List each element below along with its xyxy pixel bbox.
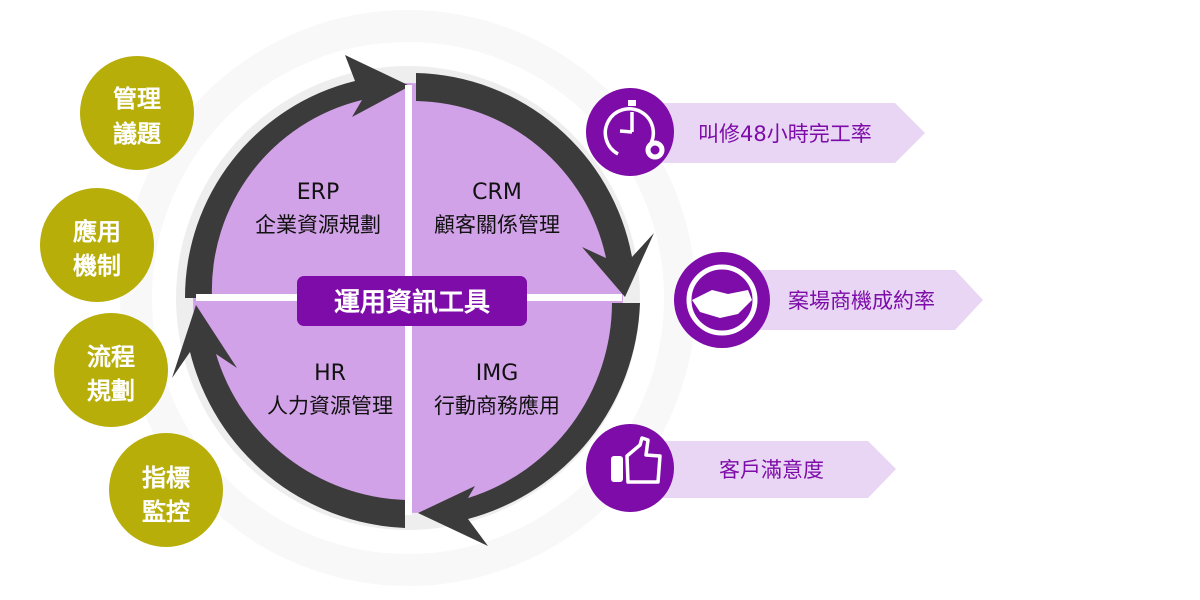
quadrant-hr-name: 人力資源管理 (267, 394, 393, 418)
center-label-badge: 運用資訊工具 (297, 276, 527, 326)
topic-line2: 監控 (142, 498, 190, 526)
topic-line2: 機制 (73, 252, 121, 280)
cycle-arrows (172, 55, 654, 546)
center-label-text: 運用資訊工具 (334, 287, 490, 318)
quadrant-crm-bg (408, 83, 623, 298)
arrow-erp-to-crm (184, 55, 410, 298)
left-topic-4: 指標 監控 (109, 433, 223, 547)
topic-line1: 指標 (142, 464, 190, 492)
kpi-label-bg (740, 270, 983, 330)
quadrant-hr-bg (193, 298, 408, 513)
center-label-bg (297, 276, 527, 326)
quadrant-erp-bg (193, 83, 408, 298)
topic-line1: 管理 (113, 85, 161, 113)
kpi-label: 叫修48小時完工率 (698, 122, 872, 146)
quadrant-img-name: 行動商務應用 (434, 394, 560, 418)
quadrants (193, 83, 623, 513)
topic-circle (40, 188, 154, 302)
topic-line1: 應用 (73, 218, 121, 246)
topic-circle (54, 313, 168, 427)
right-kpi-3: 客戶滿意度 (586, 424, 896, 512)
arrow-img-to-hr (418, 303, 640, 546)
left-topic-2: 應用 機制 (40, 188, 154, 302)
kpi-label: 客戶滿意度 (719, 458, 824, 482)
left-topic-3: 流程 規劃 (54, 313, 168, 427)
thumbs-up-icon (611, 436, 662, 484)
left-topic-1: 管理 議題 (80, 56, 194, 170)
quadrant-erp-code: ERP (297, 180, 339, 205)
topic-line2: 規劃 (87, 377, 135, 405)
quadrant-crm-code: CRM (472, 180, 522, 205)
handshake-icon-ring (686, 264, 758, 336)
arrow-hr-to-erp (172, 305, 405, 528)
handshake-icon (692, 290, 752, 318)
quadrant-erp-name: 企業資源規劃 (255, 213, 381, 237)
topic-line2: 議題 (113, 120, 162, 148)
stopwatch-gear-icon (603, 100, 665, 160)
topic-circle (109, 433, 223, 547)
kpi-label-bg (640, 103, 925, 163)
right-kpi-2: 案場商機成約率 (674, 252, 983, 348)
topic-line1: 流程 (87, 343, 135, 371)
quadrant-img-code: IMG (476, 361, 519, 386)
kpi-label: 案場商機成約率 (788, 289, 935, 313)
topic-circle (80, 56, 194, 170)
quadrant-crm-name: 顧客關係管理 (434, 213, 560, 237)
quadrant-img-bg (408, 298, 623, 513)
kpi-label-bg (640, 441, 896, 498)
kpi-icon-circle (586, 424, 674, 512)
right-kpi-1: 叫修48小時完工率 (586, 88, 925, 176)
arrow-crm-to-img (416, 73, 654, 297)
quadrant-hr-code: HR (314, 361, 346, 386)
